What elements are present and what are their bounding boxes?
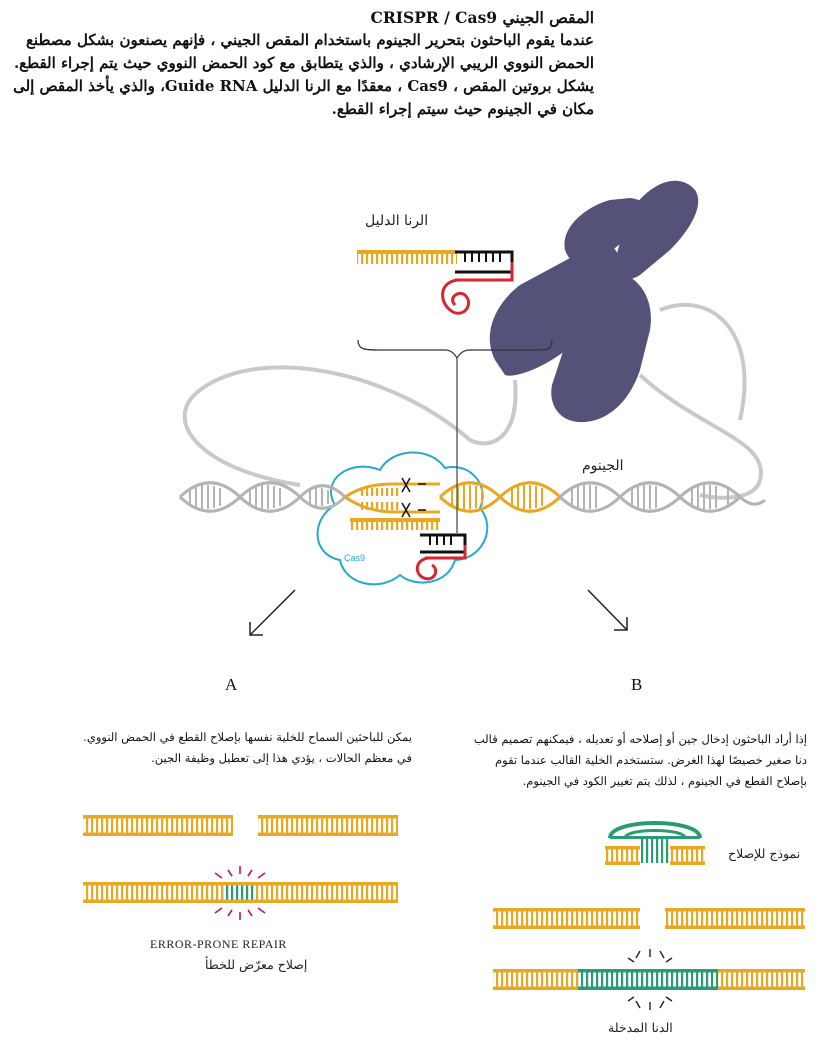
panel-a-caption-en: ERROR-PRONE REPAIR [150, 937, 287, 951]
panel-a-repaired-dna [83, 866, 398, 920]
arrow-to-panel-a [249, 589, 296, 636]
panel-b-description: إذا أراد الباحثون إدخال جين أو إصلاحه أو… [473, 732, 807, 788]
chromosome-icon [489, 180, 699, 423]
panel-a-cut-dna [83, 815, 398, 836]
intro-text: المقص الجيني CRISPR / Cas9 عندما يقوم ال… [6, 6, 594, 121]
guide-rna-label: الرنا الدليل [365, 213, 429, 229]
panel-b-repair-template [605, 821, 705, 865]
cas9-label: Cas9 [344, 553, 366, 563]
panel-a-letter: A [225, 675, 238, 694]
repair-template-label: نموذج للإصلاح [728, 846, 801, 861]
genome-loop [182, 303, 763, 500]
guide-rna-icon [357, 250, 514, 315]
panel-b-cut-dna [493, 908, 805, 929]
panel-a-caption-ar: إصلاح معرّض للخطأ [205, 957, 308, 972]
cas9-protein [316, 451, 489, 586]
panel-a-description: يمكن للباحثين السماح للخلية نفسها بإصلاح… [83, 730, 412, 765]
genome-dna [178, 477, 766, 530]
panel-b-inserted-dna [493, 949, 805, 1010]
arrow-to-panel-b [587, 589, 628, 631]
guide-rna-bound-icon [415, 533, 467, 581]
panel-b-caption-ar: الدنا المدخلة [608, 1020, 673, 1035]
panel-b-letter: B [631, 675, 643, 694]
genome-label: الجينوم [582, 458, 624, 474]
intro-title: المقص الجيني CRISPR / Cas9 [370, 8, 594, 27]
intro-body: عندما يقوم الباحثون بتحرير الجينوم باستخ… [13, 31, 594, 118]
